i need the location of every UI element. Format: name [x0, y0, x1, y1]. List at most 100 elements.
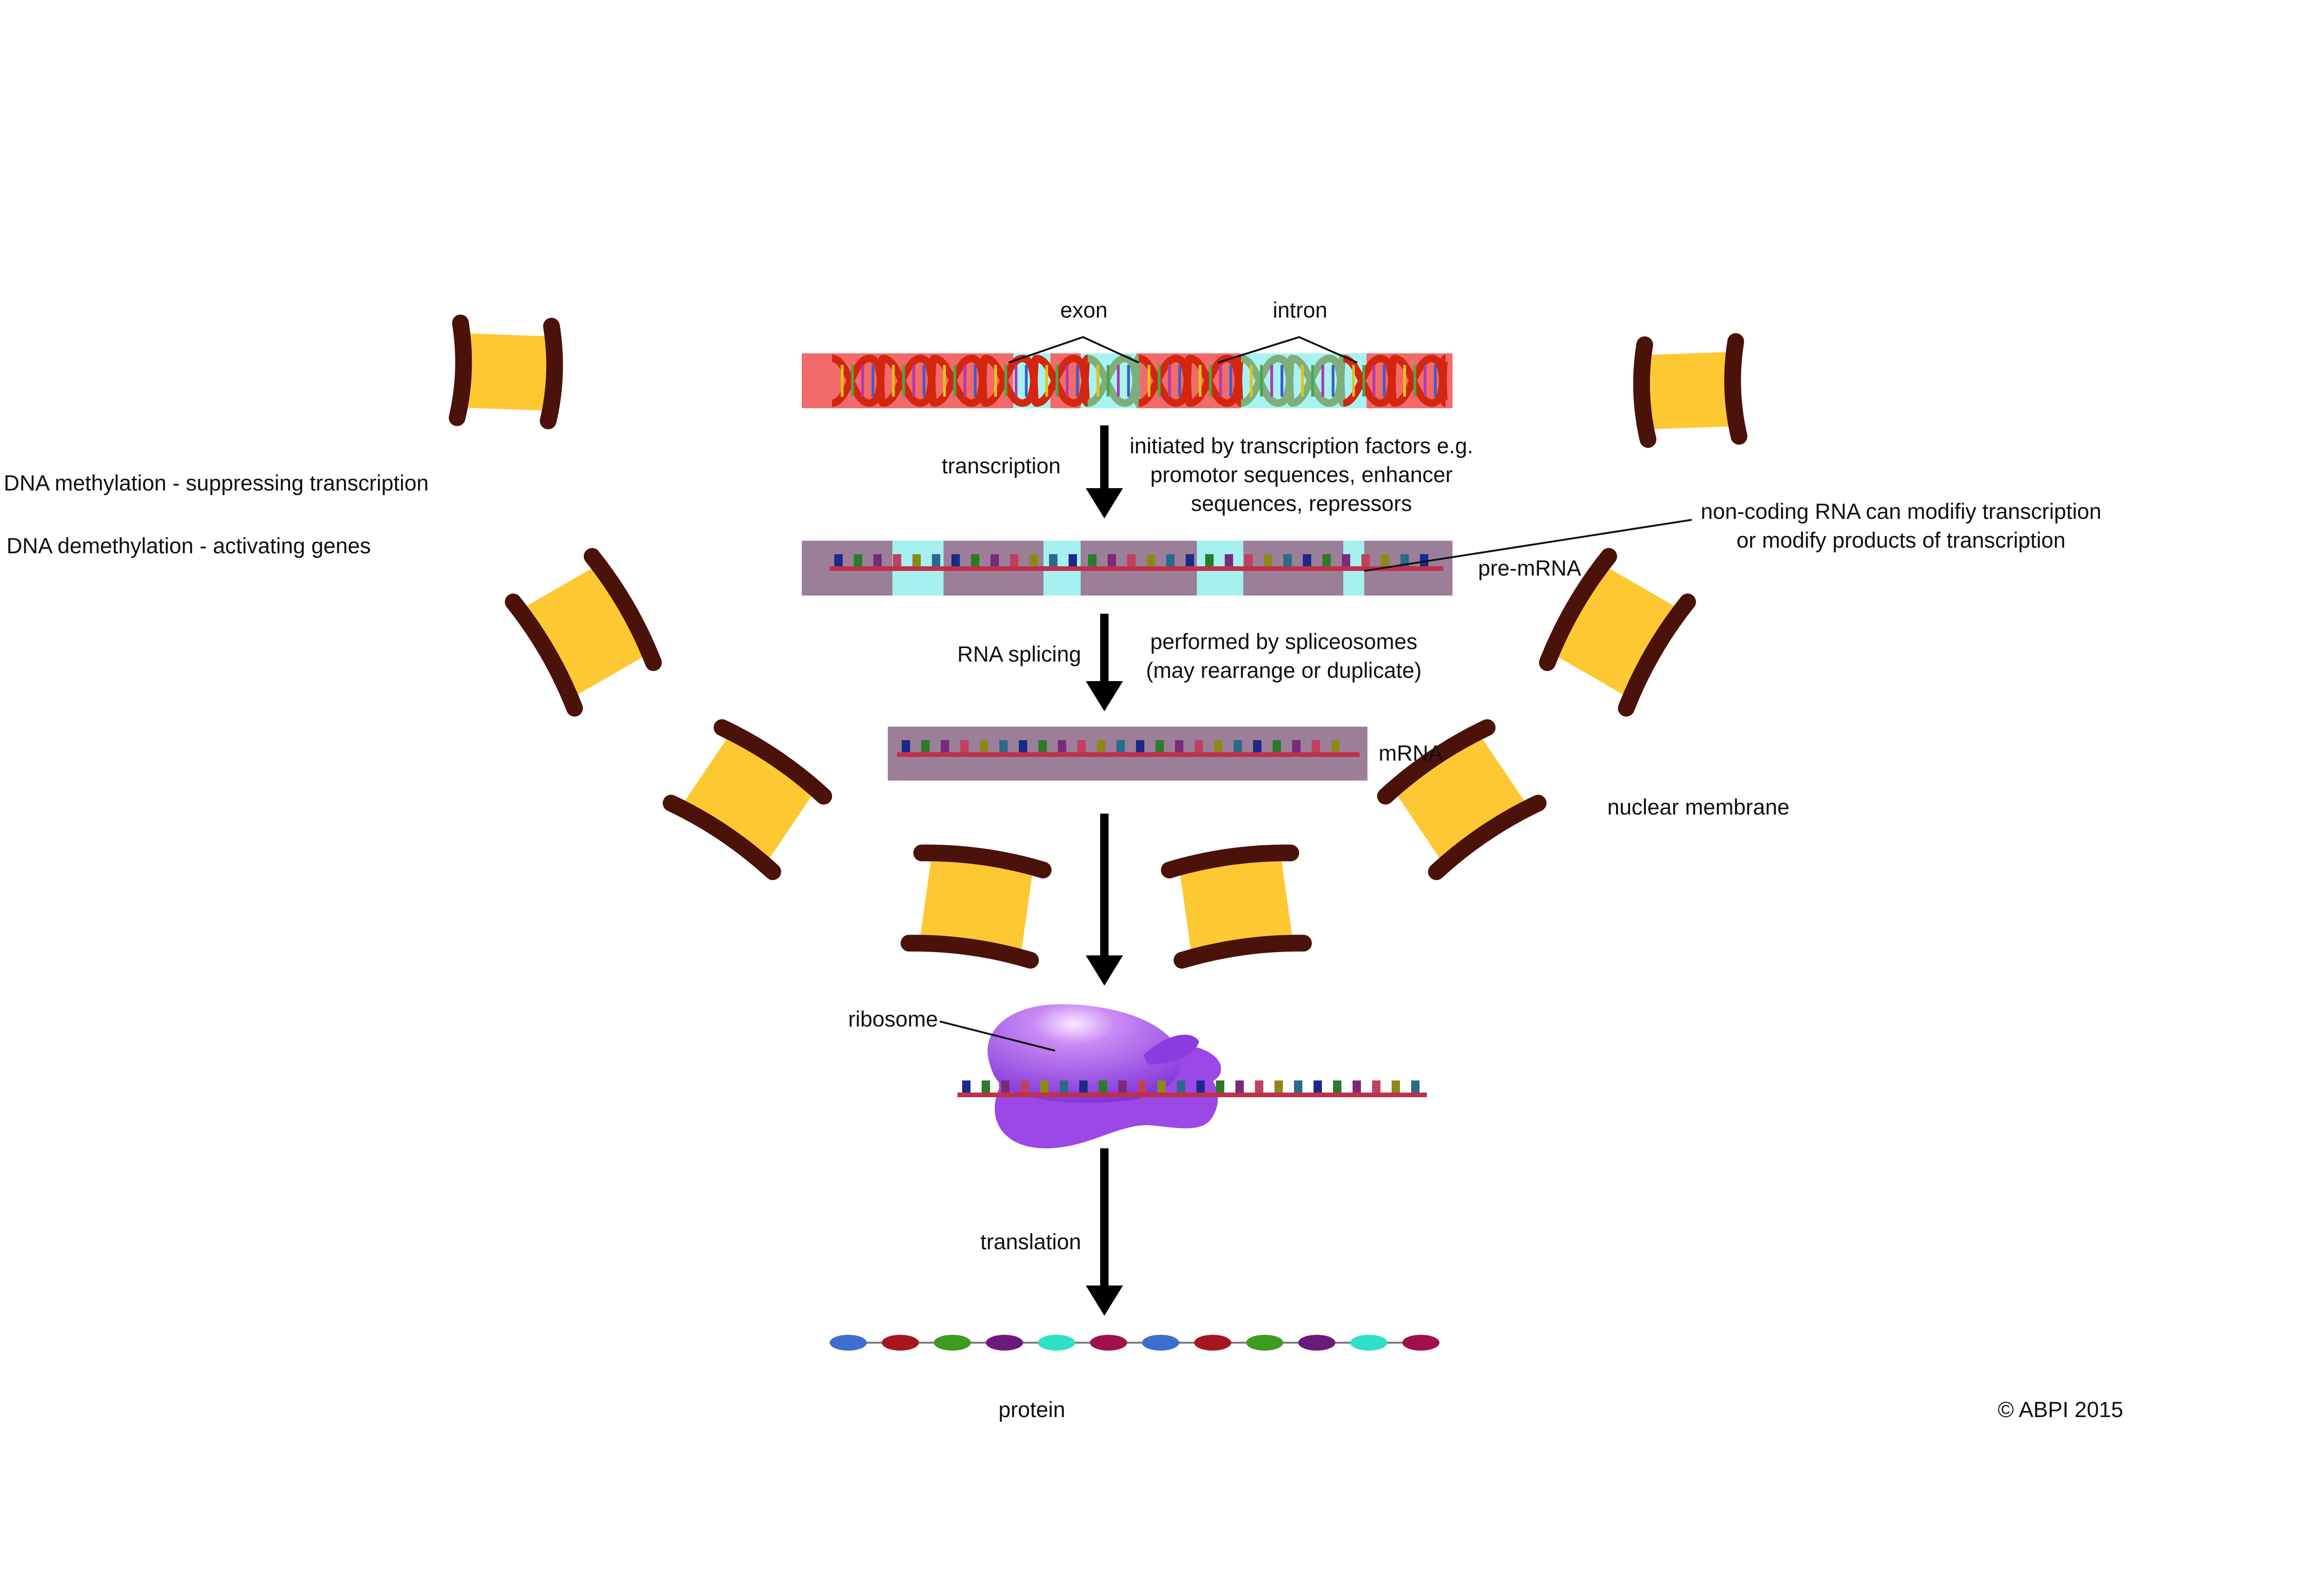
rna-base: [1235, 1080, 1244, 1093]
nuclear-pore-segment-icon: [662, 719, 832, 881]
rna-base: [1381, 554, 1389, 566]
dna-demethylation-label: DNA demethylation - activating genes: [7, 533, 371, 558]
rna-base: [1147, 554, 1155, 566]
rna-base: [1040, 1080, 1049, 1093]
rna-base: [854, 554, 862, 566]
rna-base: [980, 740, 988, 752]
amino-acid-bead-icon: [882, 1335, 919, 1351]
rna-base: [1001, 1080, 1010, 1093]
noncoding-rna-pointer: [1364, 519, 1692, 572]
rna-base: [999, 740, 1008, 752]
rna-base: [1322, 554, 1331, 566]
rna-base: [1283, 554, 1292, 566]
rna-base: [1077, 740, 1086, 752]
rna-base: [912, 554, 921, 566]
amino-acid-bead-icon: [934, 1335, 971, 1351]
rna-base: [1196, 1080, 1205, 1093]
nuclear-pore-segment-icon: [1539, 548, 1696, 717]
rna-base: [1088, 554, 1096, 566]
rna-base: [1069, 554, 1077, 566]
rna-strand-icon: [830, 554, 1443, 571]
rna-base: [1116, 740, 1125, 752]
rna-base: [951, 554, 960, 566]
rna-base: [962, 1080, 971, 1093]
rna-base: [1420, 554, 1428, 566]
rna-base: [1255, 1080, 1263, 1093]
down-arrow-icon: [1086, 425, 1123, 518]
nuclear-pore-segment-icon: [1377, 719, 1547, 881]
rna-base: [1225, 554, 1233, 566]
rna-base: [1177, 1080, 1185, 1093]
intron-bracket: [1217, 336, 1358, 364]
rna-base: [1118, 1080, 1127, 1093]
nuclear-pore-segment-icon: [1161, 844, 1312, 969]
transcription-label: transcription: [942, 453, 1061, 478]
transcription-note-line-3: sequences, repressors: [1191, 491, 1412, 516]
rna-base: [1058, 740, 1066, 752]
rna-base: [1400, 554, 1409, 566]
nuclear-pore-segment-icon: [900, 844, 1052, 969]
rna-backbone: [830, 566, 1443, 571]
down-arrow-icon: [1086, 614, 1123, 711]
rna-base: [1303, 554, 1311, 566]
rna-base: [941, 740, 949, 752]
amino-acid-bead-icon: [986, 1335, 1023, 1351]
rna-base: [1314, 1080, 1322, 1093]
rna-base: [1136, 740, 1144, 752]
rna-splicing-label: RNA splicing: [957, 642, 1081, 666]
mrna-label: mRNA: [1379, 741, 1443, 765]
mrna-strand: [888, 727, 1367, 781]
rna-base: [1214, 740, 1222, 752]
rna-strand-icon: [897, 740, 1360, 757]
rna-base: [982, 1080, 990, 1093]
rna-base: [1060, 1080, 1068, 1093]
ribosome-label: ribosome: [848, 1007, 938, 1031]
amino-acid-bead-icon: [1038, 1335, 1075, 1351]
ribosome-pointer: [939, 1020, 1056, 1052]
rna-base: [1411, 1080, 1419, 1093]
exon-label: exon: [1060, 298, 1108, 322]
dna-strand: [802, 353, 1452, 408]
noncoding-rna-note-line-1: non-coding RNA can modifiy transcription: [1701, 499, 2101, 523]
rna-base: [1195, 740, 1203, 752]
rna-base: [971, 554, 979, 566]
translation-label: translation: [980, 1229, 1081, 1254]
splicing-note-line-2: (may rearrange or duplicate): [1146, 658, 1422, 682]
amino-acid-bead-icon: [1402, 1335, 1439, 1351]
amino-acid-bead-icon: [1350, 1335, 1387, 1351]
rna-base: [1155, 740, 1164, 752]
rna-base: [1205, 554, 1214, 566]
nuclear-pore-segment-icon: [505, 548, 662, 717]
rna-base: [1353, 1080, 1361, 1093]
rna-base: [1157, 1080, 1166, 1093]
rna-base: [1138, 1080, 1146, 1093]
transcription-note-line-2: promotor sequences, enhancer: [1150, 462, 1453, 487]
mrna-on-ribosome: [957, 1080, 1427, 1097]
transcription-note-line-1: initiated by transcription factors e.g.: [1129, 433, 1473, 458]
rna-base: [1274, 1080, 1283, 1093]
rna-base: [1175, 740, 1183, 752]
rna-base: [960, 740, 969, 752]
amino-acid-bead-icon: [1246, 1335, 1283, 1351]
rna-base: [1234, 740, 1242, 752]
pre-mrna-strand: [802, 541, 1452, 596]
rna-base: [1166, 554, 1175, 566]
rna-base: [990, 554, 999, 566]
process-arrows: [1086, 425, 1123, 1316]
ribosome-icon: [987, 1004, 1221, 1148]
amino-acid-bead-icon: [1142, 1335, 1179, 1351]
down-arrow-icon: [1086, 814, 1123, 986]
rna-base: [1264, 554, 1272, 566]
copyright-label: © ABPI 2015: [1998, 1397, 2123, 1422]
rna-base: [1019, 740, 1027, 752]
rna-base: [834, 554, 843, 566]
rna-base: [1392, 1080, 1400, 1093]
rna-base: [1253, 740, 1261, 752]
rna-base: [1186, 554, 1194, 566]
rna-base: [1021, 1080, 1029, 1093]
rna-base: [1038, 740, 1047, 752]
rna-base: [893, 554, 901, 566]
rna-base: [1030, 554, 1038, 566]
intron-label: intron: [1273, 298, 1327, 322]
rna-base: [1333, 1080, 1341, 1093]
